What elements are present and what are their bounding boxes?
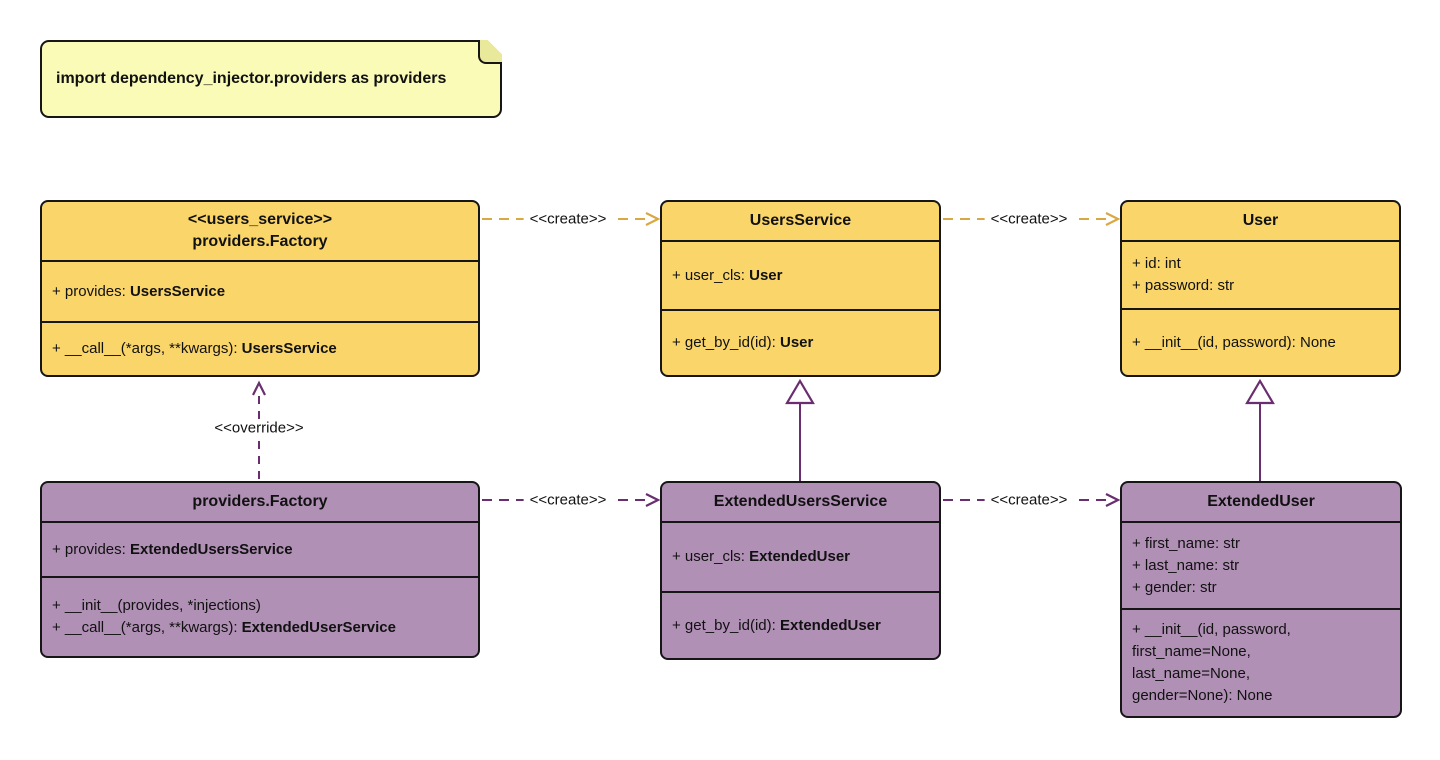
create-edge-label: <<create>> [523, 210, 613, 228]
class-member: + get_by_id(id): ExtendedUser [672, 616, 881, 634]
class-member: + user_cls: User [672, 266, 783, 284]
class-title: <<users_service>> providers.Factory [42, 202, 478, 260]
class-title: UsersService [662, 202, 939, 240]
class-member: + password: str [1132, 277, 1235, 294]
override-arrowhead-icon [250, 380, 268, 398]
class-methods: + get_by_id(id): ExtendedUser [662, 591, 939, 658]
class-member: + first_name: str [1132, 534, 1240, 552]
class-attributes: + user_cls: User [662, 240, 939, 309]
class-attributes: + user_cls: ExtendedUser [662, 521, 939, 591]
class-methods: + get_by_id(id): User [662, 309, 939, 375]
class-member: + gender: str [1132, 578, 1217, 596]
import-note: import dependency_injector.providers as … [40, 40, 502, 118]
class-name: providers.Factory [192, 493, 328, 510]
class-title: User [1122, 202, 1399, 240]
override-edge [258, 396, 260, 481]
create-arrowhead-icon [1103, 210, 1121, 228]
inheritance-edge-extusersservice [799, 402, 801, 481]
class-methods: + __init__(id, password): None [1122, 308, 1399, 375]
class-member: + provides: ExtendedUsersService [52, 540, 293, 558]
class-member: + id: int [1132, 255, 1181, 272]
class-member: + __init__(id, password): None [1132, 333, 1336, 351]
create-edge-label: <<create>> [523, 491, 613, 509]
create-edge-label: <<create>> [984, 491, 1074, 509]
class-member: gender=None): None [1132, 687, 1273, 704]
class-member: + __init__(provides, *injections) [52, 597, 261, 614]
class-stereotype: <<users_service>> [187, 211, 333, 228]
class-attributes: + first_name: str + last_name: str + gende… [1122, 521, 1400, 608]
class-member: last_name=None, [1132, 665, 1250, 682]
class-member: + __init__(id, password, [1132, 621, 1291, 638]
inheritance-edge-extuser [1259, 402, 1261, 481]
class-name: ExtendedUsersService [713, 493, 888, 510]
class-attributes: + provides: ExtendedUsersService [42, 521, 478, 576]
class-methods: + __call__(*args, **kwargs): UsersServic… [42, 321, 478, 375]
inheritance-triangle-icon [785, 378, 815, 405]
class-extendeduser: ExtendedUser + first_name: str + last_nam… [1120, 481, 1402, 718]
create-edge-label: <<create>> [984, 210, 1074, 228]
class-methods: + __init__(id, password, first_name=None,… [1122, 608, 1400, 716]
class-title: providers.Factory [42, 483, 478, 521]
class-extended-factory: providers.Factory + provides: ExtendedUs… [40, 481, 480, 658]
class-usersservice: UsersService + user_cls: User + get_by_i… [660, 200, 941, 377]
class-user: User + id: int + password: str + __init__… [1120, 200, 1401, 377]
import-note-text: import dependency_injector.providers as … [56, 70, 447, 87]
class-name: User [1242, 212, 1279, 229]
class-title: ExtendedUser [1122, 483, 1400, 521]
class-attributes: + provides: UsersService [42, 260, 478, 321]
class-member: + __call__(*args, **kwargs): UsersServic… [52, 340, 337, 357]
class-member: first_name=None, [1132, 643, 1251, 660]
class-member: + get_by_id(id): User [672, 334, 814, 351]
class-name: UsersService [749, 212, 852, 229]
class-name: providers.Factory [192, 233, 328, 250]
class-attributes: + id: int + password: str [1122, 240, 1399, 308]
class-users-service-factory: <<users_service>> providers.Factory + pr… [40, 200, 480, 377]
override-edge-label: <<override>> [208, 419, 310, 437]
inheritance-triangle-icon [1245, 378, 1275, 405]
create-arrowhead-icon [643, 491, 661, 509]
class-title: ExtendedUsersService [662, 483, 939, 521]
class-member: + provides: UsersService [52, 282, 226, 300]
class-name: ExtendedUser [1207, 493, 1315, 510]
class-member: + last_name: str [1132, 556, 1240, 574]
class-member: + __call__(*args, **kwargs): ExtendedUse… [52, 619, 396, 636]
class-extendedusersservice: ExtendedUsersService + user_cls: Extende… [660, 481, 941, 660]
class-methods: + __init__(provides, *injections) + __cal… [42, 576, 478, 656]
class-member: + user_cls: ExtendedUser [672, 548, 850, 565]
note-fold-icon [478, 40, 502, 64]
create-arrowhead-icon [1103, 491, 1121, 509]
create-arrowhead-icon [643, 210, 661, 228]
